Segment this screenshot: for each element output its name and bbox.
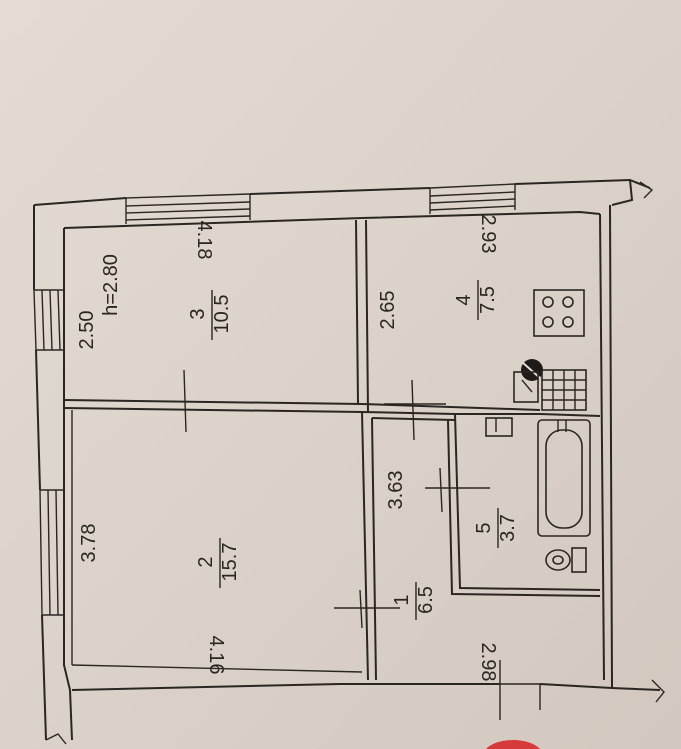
- red-stamp-fragment: [486, 739, 540, 749]
- room3-area: 10.5: [211, 295, 233, 334]
- room4-area: 7.5: [477, 286, 499, 314]
- dim-room3-length: 4.18: [193, 221, 215, 260]
- window-top-left: [125, 193, 251, 224]
- window-top-right: [429, 183, 516, 214]
- room3-number: 3: [187, 308, 209, 319]
- boiler-icon: [513, 359, 543, 403]
- bathtub-icon: [537, 419, 591, 537]
- room5-area: 3.7: [497, 514, 519, 542]
- room2-area: 15.7: [219, 543, 241, 582]
- dim-room3-width: 2.50: [76, 311, 98, 350]
- sink-grid-icon: [541, 369, 587, 411]
- window-left-upper: [33, 289, 64, 351]
- room2-number: 2: [195, 556, 217, 567]
- dim-hall-length: 2.98: [477, 643, 499, 682]
- dim-room2-length: 4.16: [205, 636, 227, 675]
- dim-room2-width: 3.78: [78, 524, 100, 563]
- room1-area: 6.5: [415, 586, 437, 614]
- door-marks: [183, 369, 541, 720]
- washbasin-icon: [485, 417, 513, 437]
- room1-number: 1: [391, 594, 413, 605]
- dim-hall-width: 3.63: [385, 471, 407, 510]
- dim-kitchen-width: 2.65: [377, 291, 399, 330]
- room5-number: 5: [473, 522, 495, 533]
- outer-walls: [33, 178, 665, 745]
- stove-icon: [533, 289, 585, 337]
- window-left-lower: [39, 489, 64, 616]
- room4-number: 4: [453, 294, 475, 305]
- dim-kitchen-length: 2.93: [477, 215, 499, 254]
- toilet-icon: [545, 547, 587, 573]
- ceiling-height-label: h=2.80: [100, 254, 122, 316]
